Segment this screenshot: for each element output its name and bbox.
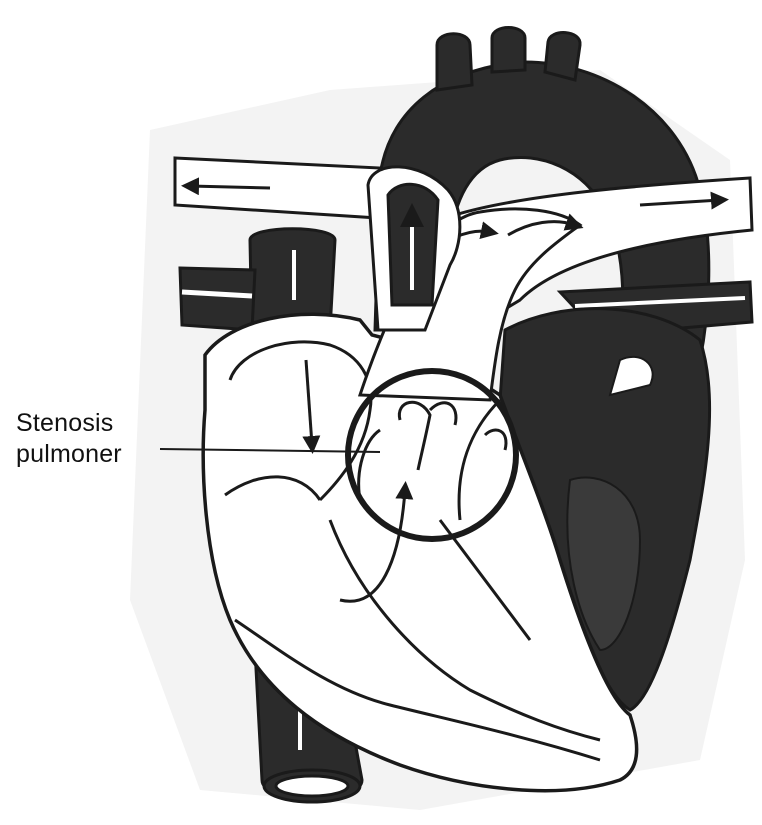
stenosis-label: Stenosis pulmoner [16, 408, 122, 470]
pulmonary-vein-left [180, 268, 255, 330]
stenosis-label-line1: Stenosis [16, 408, 122, 439]
stenosis-label-line2: pulmoner [16, 439, 122, 470]
